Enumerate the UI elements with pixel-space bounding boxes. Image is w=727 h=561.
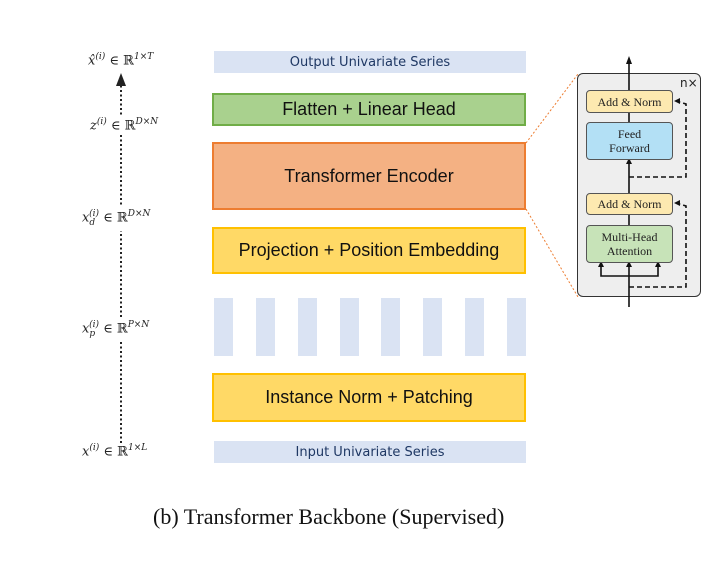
add-norm-top-box: Add & Norm [586, 90, 673, 113]
flatten-linear-head-block: Flatten + Linear Head [212, 93, 526, 126]
residual-connection-top [629, 100, 687, 178]
patch [507, 298, 526, 356]
label-output-math: x̂(i) ∈ ℝ1×T [86, 52, 156, 69]
figure-caption: (b) Transformer Backbone (Supervised) [153, 504, 505, 529]
mha-line1: Multi-Head [601, 230, 658, 244]
mha-input-split [600, 264, 659, 277]
label-x-math: x(i) ∈ ℝ1×L [80, 443, 150, 460]
feed-forward-line1: Feed [617, 127, 642, 141]
residual-arrow-bottom-icon [674, 200, 680, 206]
projection-embedding-block: Projection + Position Embedding [212, 227, 526, 274]
output-series-bar: Output Univariate Series [214, 51, 526, 73]
multi-head-attention-box: Multi-Head Attention [586, 225, 673, 263]
patch [214, 298, 233, 356]
label-z-math: z(i) ∈ ℝD×N [88, 117, 161, 134]
patch [465, 298, 485, 356]
feed-forward-line2: Forward [609, 141, 650, 155]
mha-arrow-right-icon [655, 261, 661, 267]
patch [255, 298, 275, 356]
zoom-line-top [525, 73, 579, 144]
mha-line2: Attention [606, 244, 653, 258]
patch [297, 298, 317, 356]
input-series-bar: Input Univariate Series [214, 441, 526, 463]
instance-norm-patching-block: Instance Norm + Patching [212, 373, 526, 422]
repeat-label: n× [680, 76, 698, 90]
encoder-output-arrow-icon [626, 56, 632, 64]
transformer-encoder-block: Transformer Encoder [212, 142, 526, 210]
mha-arrow-left-icon [598, 261, 604, 267]
add-norm-bottom-box: Add & Norm [586, 193, 673, 215]
residual-connection-bottom [629, 202, 687, 288]
flow-arrowhead-icon [116, 73, 126, 86]
ff-input-arrow-icon [626, 158, 632, 164]
patches-row [214, 298, 526, 356]
mha-arrow-mid-icon [626, 261, 632, 267]
patch [339, 298, 359, 356]
label-xp-math: xp(i) ∈ ℝP×N [80, 317, 152, 342]
patch [381, 298, 401, 356]
label-xd-math: xd(i) ∈ ℝD×N [80, 206, 153, 231]
patch [423, 298, 443, 356]
feed-forward-box: Feed Forward [586, 122, 673, 160]
zoom-line-bottom [525, 208, 579, 298]
residual-arrow-top-icon [674, 98, 680, 104]
